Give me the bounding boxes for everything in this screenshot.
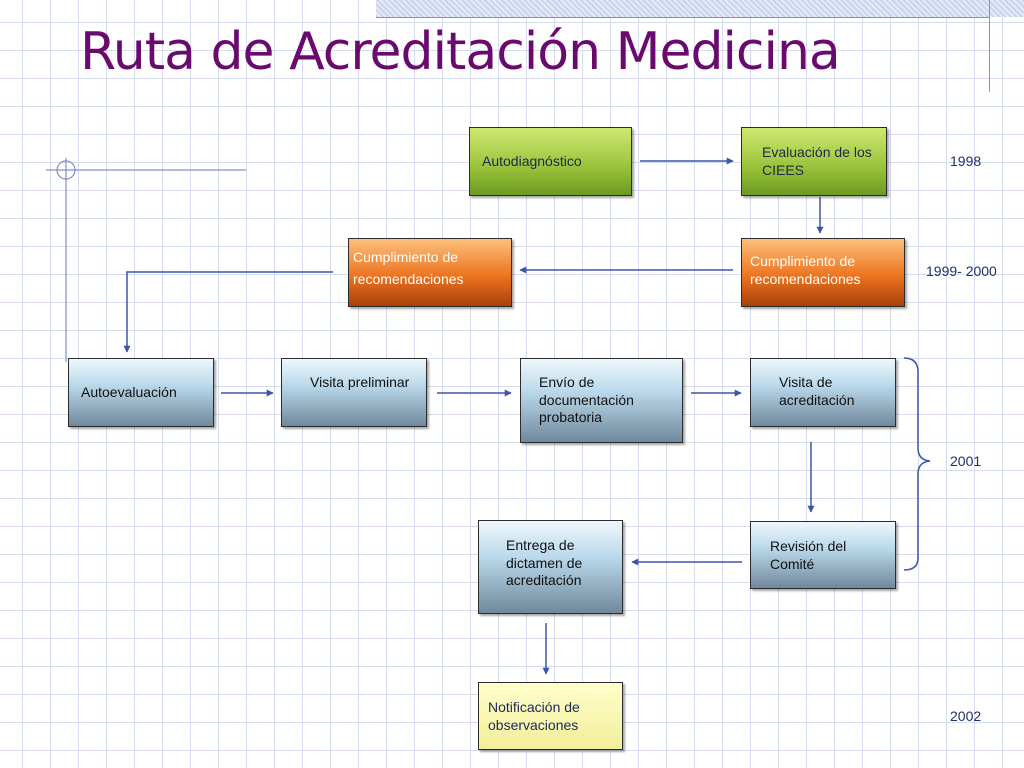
evaluacion-ciees-box: Evaluación de los CIEES xyxy=(741,127,887,196)
visita-acreditacion-box: Visita de acreditación xyxy=(750,358,896,427)
autoevaluacion-box: Autoevaluación xyxy=(68,358,214,427)
cumplimiento-left-box: Cumplimiento de recomendaciones xyxy=(348,238,512,307)
year-1998-label: 1998 xyxy=(950,153,982,169)
right-rule xyxy=(989,0,990,92)
envio-documentacion-box: Envío de documentación probatoria xyxy=(520,358,683,443)
entrega-dictamen-box: Entrega de dictamen de acreditación xyxy=(478,520,623,614)
header-rule xyxy=(376,17,990,18)
autodiagnostico-box: Autodiagnóstico xyxy=(469,127,632,196)
visita-preliminar-box: Visita preliminar xyxy=(281,358,427,427)
slide-title: Ruta de Acreditación Medicina xyxy=(80,22,841,82)
arrow-cumplimiento-to-autoevaluacion xyxy=(123,271,333,353)
notificacion-box: Notificación de observaciones xyxy=(478,682,623,750)
header-pattern-band xyxy=(376,0,1024,17)
revision-comite-box: Revisión del Comité xyxy=(750,521,896,589)
brace-2001 xyxy=(903,357,931,571)
cumplimiento-right-box: Cumplimiento de recomendaciones xyxy=(741,238,905,307)
year-2001-label: 2001 xyxy=(950,453,982,469)
year-2002-label: 2002 xyxy=(950,708,982,724)
crosshair-icon xyxy=(46,158,246,362)
year-1999-2000-label: 1999- 2000 xyxy=(926,263,997,279)
